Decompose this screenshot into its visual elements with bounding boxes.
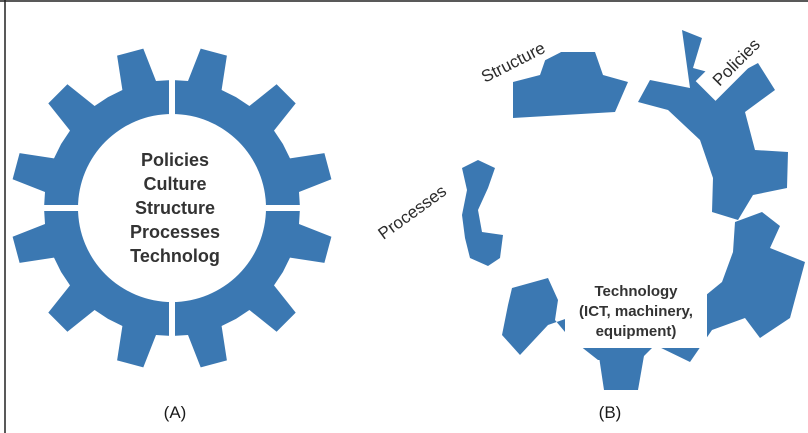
panel-a: Policies Culture Structure Processes Tec…: [10, 45, 340, 422]
center-label-block: Policies Culture Structure Processes Tec…: [130, 150, 220, 266]
panel-a-caption: (A): [164, 403, 187, 422]
label-processes-tag: Processes: [360, 168, 463, 254]
label-technology-line-3: equipment): [596, 323, 677, 340]
label-technology-line-1: Technology: [594, 283, 678, 300]
label-technology-line-2: (ICT, machinery,: [579, 303, 693, 320]
label-technology-block: Technology (ICT, machinery, equipment): [565, 278, 707, 348]
gear-piece-technology-tooth-bottom: [598, 350, 645, 390]
panel-b: Structure Policies Processes Technology …: [360, 21, 805, 422]
panel-b-caption: (B): [599, 403, 622, 422]
gear-piece-processes: [462, 160, 503, 266]
center-line-processes: Processes: [130, 222, 220, 242]
center-line-policies: Policies: [141, 150, 209, 170]
gear-piece-policies: [638, 30, 788, 220]
center-line-structure: Structure: [135, 198, 215, 218]
label-processes: Processes: [375, 181, 450, 243]
center-line-technology: Technolog: [130, 246, 220, 266]
gear-center-disc: [78, 114, 266, 302]
gear-piece-structure: [513, 52, 628, 118]
center-line-culture: Culture: [144, 174, 207, 194]
